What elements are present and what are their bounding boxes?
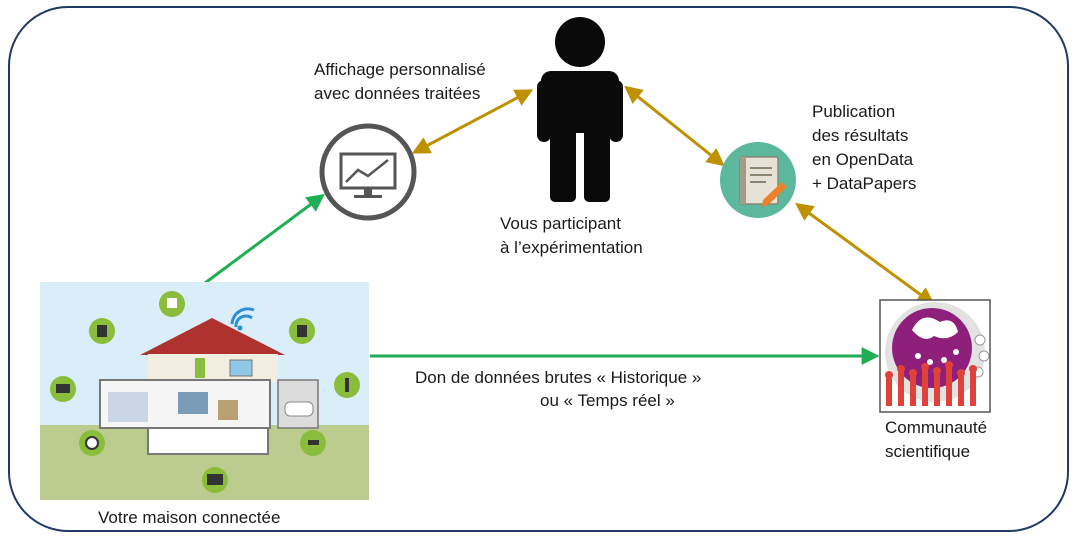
community-label-line-1: Communauté	[885, 418, 988, 437]
display-label-line-1: Affichage personnalisé	[314, 60, 486, 79]
community-label: Communauté scientifique	[885, 416, 987, 464]
publication-label-line-1: Publication	[812, 102, 896, 121]
don-label-line-1: Don de données brutes « Historique »	[415, 368, 702, 387]
monitor-chart-icon	[319, 123, 417, 221]
don-label-line-2: ou « Temps réel »	[540, 391, 675, 410]
display-label: Affichage personnalisé avec données trai…	[314, 58, 486, 106]
publication-label-line-3: en OpenData	[812, 150, 914, 169]
participant-label-line-1: Vous participant	[500, 214, 621, 233]
participant-label-line-2: à l’expérimentation	[500, 238, 643, 257]
house-label: Votre maison connectée	[98, 508, 281, 527]
arrow-publication-community	[795, 202, 935, 306]
publication-label-line-2: des résultats	[812, 126, 909, 145]
display-label-line-2: avec données traitées	[314, 84, 481, 103]
participant-label: Vous participant à l’expérimentation	[500, 212, 643, 260]
connected-house-icon	[40, 282, 369, 500]
scientific-community-icon	[879, 299, 991, 413]
publication-label-line-4: + DataPapers	[812, 174, 917, 193]
arrow-display-person	[411, 89, 534, 154]
diagram-frame	[8, 6, 1069, 532]
community-label-line-2: scientifique	[885, 442, 971, 461]
arrow-person-publication	[624, 85, 725, 167]
person-icon	[537, 17, 623, 202]
publication-label: Publication des résultats en OpenData + …	[812, 100, 916, 196]
notebook-pencil-icon	[720, 142, 796, 218]
arrow-house-to-display	[204, 193, 325, 285]
